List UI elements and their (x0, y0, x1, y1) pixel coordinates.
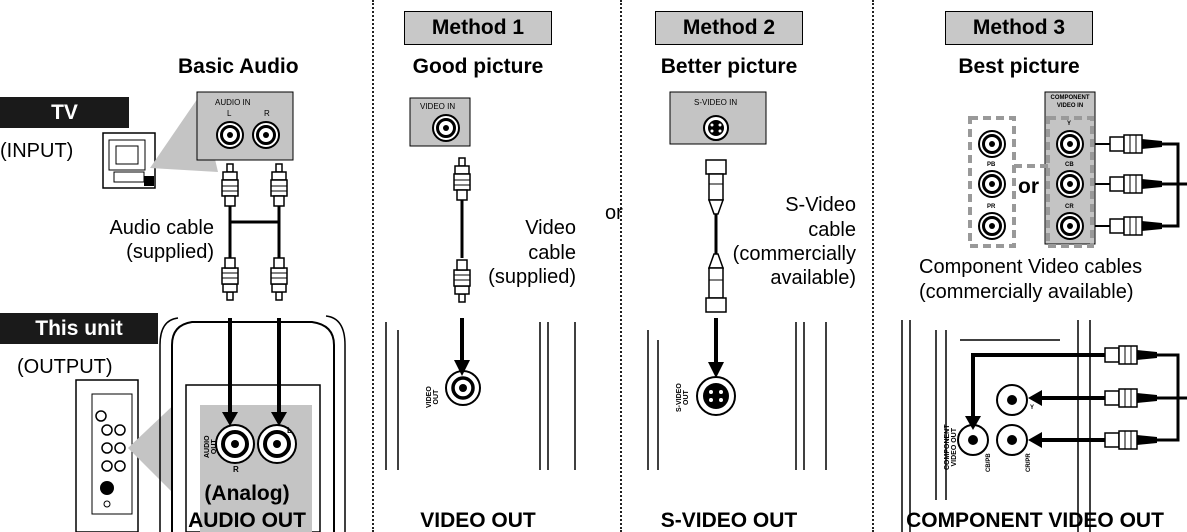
audio-out-panel (159, 315, 346, 532)
component-cable-label-2: (commercially available) (919, 281, 1134, 303)
cr-pr-out-label: CR/PR (1026, 453, 1032, 472)
method-3-badge: Method 3 (945, 11, 1093, 45)
this-unit-label: This unit (0, 313, 158, 344)
y-out-label: Y (1030, 405, 1035, 411)
tv-icon (102, 132, 156, 189)
video-cable-label-1: Video (525, 217, 576, 239)
pb-jack-icon (977, 169, 1007, 199)
section-divider (620, 0, 622, 532)
component-cable-in (1095, 134, 1187, 236)
channel-r-label: R (264, 109, 270, 118)
y-jack-icon (977, 129, 1007, 159)
method-2-quality: Better picture (660, 55, 798, 78)
video-out-bottom-label: VIDEO OUT (420, 509, 536, 532)
channel-l-label: L (227, 109, 232, 118)
arrow-down-icon (454, 360, 470, 376)
audio-cable-supplied-label: (supplied) (126, 241, 214, 263)
method-1-quality: Good picture (412, 55, 544, 78)
component-out-panel (901, 320, 1187, 532)
basic-audio-title: Basic Audio (178, 55, 299, 78)
video-out-panel (385, 318, 576, 470)
cb-pb-out-label: CB/PB (986, 453, 992, 472)
arrow-down-icon (222, 412, 238, 426)
audio-cable (221, 163, 288, 301)
tv-label: TV (0, 97, 129, 128)
s-video-cable-label-3: (commercially (732, 243, 856, 265)
arrow-left-icon (1028, 432, 1042, 448)
s-video-plug-icon (705, 159, 727, 313)
jack-r-label: R (233, 465, 239, 474)
cr-jack-icon (1055, 211, 1085, 241)
audio-in-panel (196, 91, 294, 161)
audio-cable-label: Audio cable (109, 217, 214, 239)
section-divider (372, 0, 374, 532)
section-divider (872, 0, 874, 532)
cb-jack-icon (1055, 169, 1085, 199)
audio-in-r-jack-icon (251, 120, 281, 150)
audio-out-bottom-label: AUDIO OUT (188, 509, 306, 532)
component-or-label: or (1018, 175, 1039, 198)
player-unit-icon (75, 379, 139, 532)
tv-input-label: (INPUT) (0, 140, 74, 162)
cr-label: CR (1065, 204, 1074, 210)
audio-in-label: AUDIO IN (215, 98, 251, 107)
s-video-out-bottom-label: S-VIDEO OUT (660, 509, 798, 532)
video-cable-label-2: cable (528, 242, 576, 264)
jack-l-label: L (287, 426, 292, 435)
method-1-badge: Method 1 (404, 11, 552, 45)
or-label: or (605, 202, 623, 224)
s-video-cable-label-2: cable (808, 219, 856, 241)
pr-jack-icon (977, 211, 1007, 241)
arrow-down-icon (271, 412, 287, 426)
pb-label: PB (987, 162, 996, 168)
video-in-label: VIDEO IN (420, 102, 456, 111)
video-cable (453, 157, 471, 303)
arrow-left-icon (1028, 390, 1042, 406)
y-jack-icon (1055, 129, 1085, 159)
pr-label: PR (987, 204, 996, 210)
s-video-in-jack-icon (703, 115, 729, 141)
unit-output-label: (OUTPUT) (17, 356, 113, 378)
component-in-label-1: COMPONENT (1050, 95, 1090, 101)
rca-plug-icon (221, 163, 239, 207)
video-cable-label-3: (supplied) (488, 266, 576, 288)
video-in-jack-icon (431, 113, 461, 143)
component-in-label-2: VIDEO IN (1056, 103, 1084, 109)
analog-label: (Analog) (204, 482, 290, 505)
method-2-badge: Method 2 (655, 11, 803, 45)
arrow-down-icon (965, 416, 981, 430)
rca-plug-icon (270, 163, 288, 207)
audio-in-l-jack-icon (215, 120, 245, 150)
y-label: Y (1067, 121, 1072, 127)
cb-label: CB (1065, 162, 1074, 168)
s-video-cable-label-4: available) (770, 267, 856, 289)
s-video-cable-label-1: S-Video (785, 194, 856, 216)
rca-plug-icon (453, 157, 471, 201)
arrow-down-icon (708, 362, 724, 378)
s-video-in-label: S-VIDEO IN (694, 98, 738, 107)
method-3-quality: Best picture (958, 55, 1080, 78)
s-video-out-panel (647, 318, 827, 470)
cb-cr-dashed-box (1046, 116, 1094, 248)
component-cable-label-1: Component Video cables (919, 256, 1143, 278)
component-video-out-bottom-label: COMPONENT VIDEO OUT (906, 509, 1164, 532)
